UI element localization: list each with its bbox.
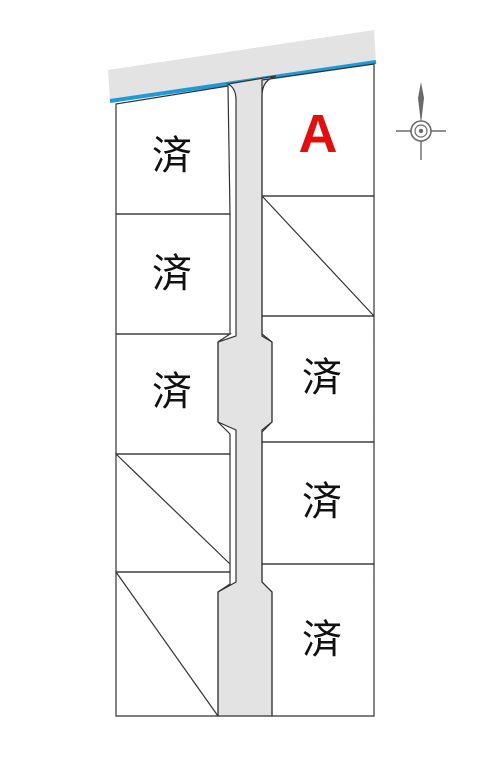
lot-right-3[interactable]: 済: [261, 315, 375, 443]
lot-label-available: A: [299, 104, 338, 164]
lot-label: 済: [302, 479, 342, 525]
lot-right-2[interactable]: [261, 195, 375, 317]
lot-left-5[interactable]: [115, 571, 231, 717]
unavailable-diagonal: [115, 453, 231, 565]
lot-left-2[interactable]: 済: [115, 213, 231, 335]
lot-boundary: [261, 563, 375, 717]
lot-left-4[interactable]: [115, 453, 231, 573]
lot-label: 済: [302, 355, 342, 401]
lot-right-1[interactable]: A: [261, 63, 375, 197]
lot-left-3[interactable]: 済: [115, 333, 232, 455]
lot-right-5[interactable]: 済: [261, 563, 375, 717]
lot-boundary: [261, 315, 375, 443]
frontage-road: [108, 30, 376, 100]
lot-right-4[interactable]: 済: [261, 441, 375, 565]
lot-label: 済: [152, 369, 192, 415]
lot-boundary: [115, 453, 231, 573]
lot-label: 済: [152, 251, 192, 297]
unavailable-diagonal: [115, 571, 219, 717]
lot-label: 済: [302, 617, 342, 663]
lot-left-1[interactable]: 済: [115, 85, 231, 215]
access-driveway: [217, 75, 277, 717]
lot-boundary: [115, 571, 231, 717]
unavailable-diagonal: [261, 195, 375, 317]
north-arrow-icon: [396, 82, 446, 160]
lot-label: 済: [152, 133, 192, 179]
